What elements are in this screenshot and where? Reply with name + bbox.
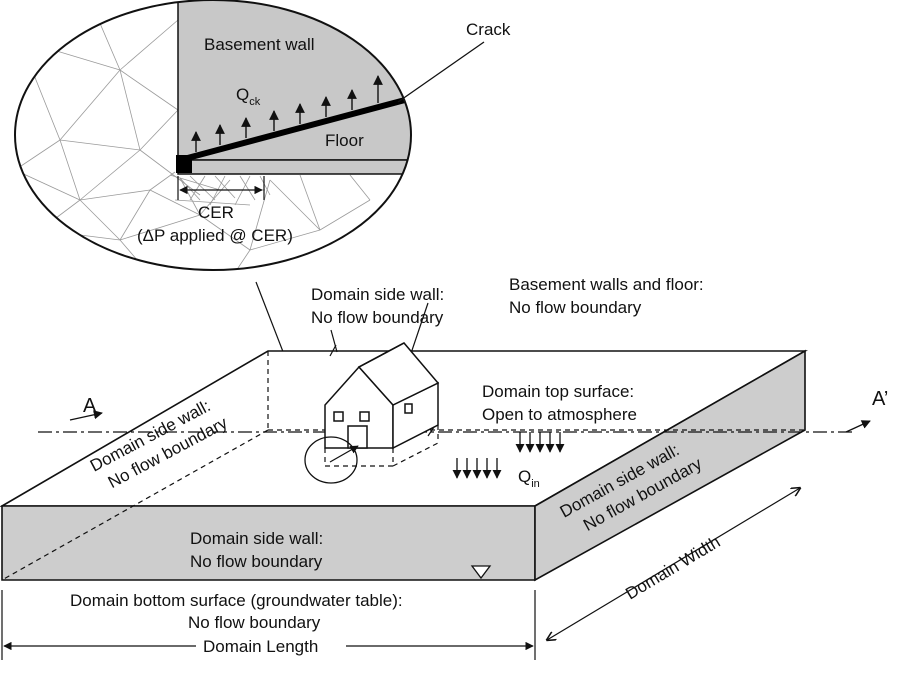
width-dimension (547, 488, 800, 640)
section-arrow-a (69, 410, 103, 421)
inset-ellipse (14, 0, 412, 271)
inset-cer-note: (ΔP applied @ CER) (137, 226, 293, 245)
house (324, 342, 440, 450)
label-basement-1: Basement walls and floor: (509, 275, 704, 294)
cer-block (176, 155, 192, 173)
detail-circle (304, 436, 358, 484)
basement-footprint (324, 425, 439, 467)
inset-detail: Basement wall Crack Qck Floor CER (ΔP ap… (14, 0, 511, 271)
label-side-wall-back-1: Domain side wall: (311, 285, 444, 304)
label-qin: Qin (518, 467, 540, 490)
label-top-1: Domain top surface: (482, 382, 634, 401)
qck-arrows (191, 75, 383, 152)
inset-crack-label: Crack (466, 20, 511, 39)
length-label-bg (196, 636, 346, 658)
label-bottom-2: No flow boundary (188, 613, 321, 632)
inset-crack-line (179, 97, 406, 163)
crack-leader-line (397, 41, 485, 103)
label-domain-width: Domain Width (622, 532, 723, 603)
section-arrow-a-prime (845, 420, 871, 433)
groundwater-triangle (470, 565, 492, 580)
inset-basement-wall (177, 0, 411, 161)
inset-cer-label: CER (198, 203, 234, 222)
inset-floor-label: Floor (325, 131, 364, 150)
label-side-wall-front-1: Domain side wall: (190, 529, 323, 548)
inset-floor-slab (177, 159, 411, 175)
inset-qck-label: Qck (236, 85, 261, 108)
label-side-wall-back-2: No flow boundary (311, 308, 444, 327)
inset-basement-wall-label: Basement wall (204, 35, 315, 54)
label-top-2: Open to atmosphere (482, 405, 637, 424)
label-side-wall-front-2: No flow boundary (190, 552, 323, 571)
label-section-a-prime: A’ (872, 388, 888, 410)
label-section-a: A (83, 395, 97, 417)
qin-arrows (452, 432, 565, 479)
label-basement-2: No flow boundary (509, 298, 642, 317)
label-bottom-1: Domain bottom surface (groundwater table… (70, 591, 403, 610)
label-domain-length: Domain Length (203, 637, 318, 656)
